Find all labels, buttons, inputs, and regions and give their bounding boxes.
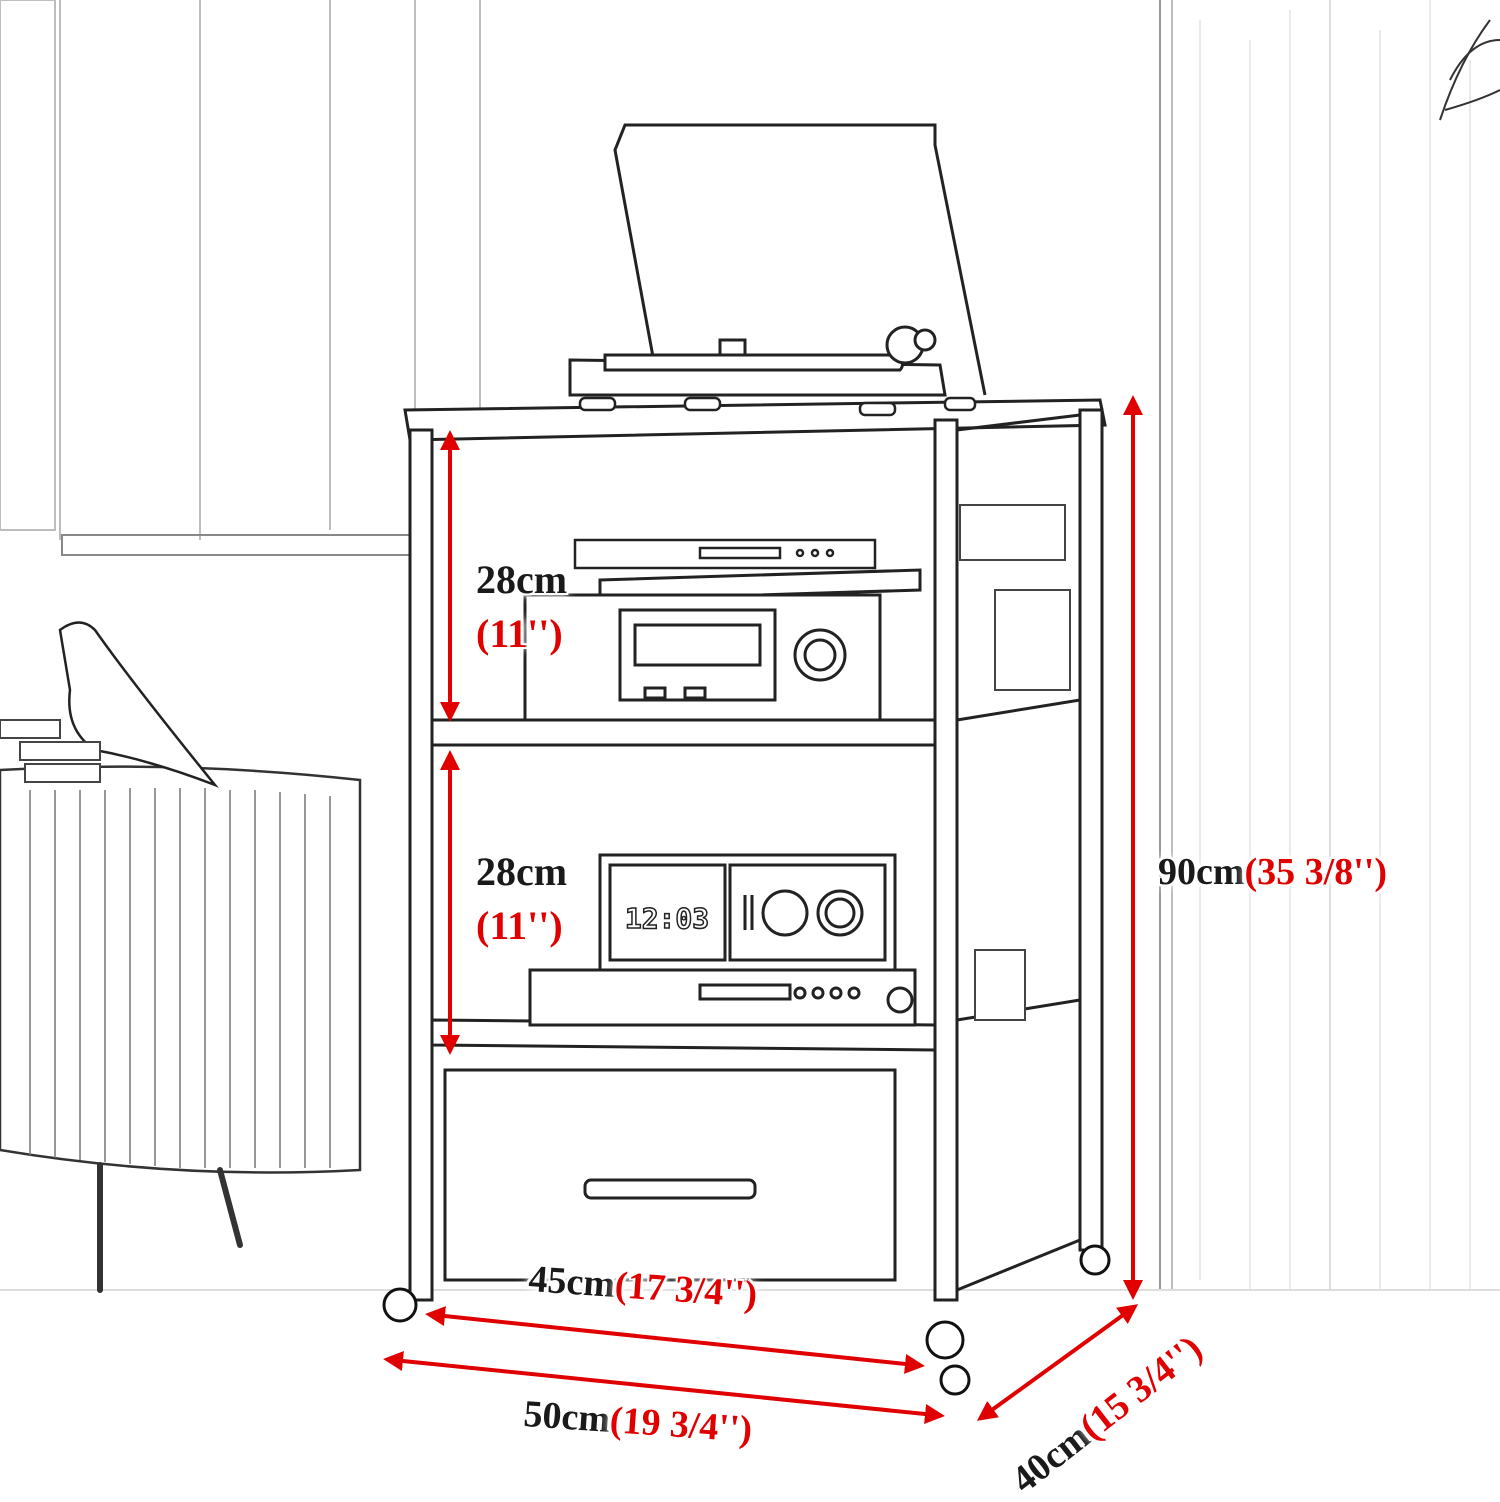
arrow-outer-width	[383, 1351, 945, 1424]
total-height-metric: 90cm	[1158, 851, 1245, 893]
audio-receiver	[523, 593, 882, 722]
cabinet-ribs	[29, 788, 331, 1168]
arrow-depth	[976, 1304, 1139, 1421]
clock-display: 12:03	[625, 902, 709, 935]
lower-shelf-height-metric: 28cm	[476, 849, 568, 894]
plant	[1439, 19, 1500, 121]
label-lower-shelf-height: 28cm (11'')	[476, 852, 567, 946]
dvd-player	[573, 538, 877, 570]
books	[0, 719, 101, 783]
lower-shelf-height-imperial: (11'')	[476, 903, 563, 948]
upper-shelf-height-metric: 28cm	[476, 557, 568, 602]
casters	[382, 1244, 1111, 1396]
upper-shelf-height-imperial: (11'')	[476, 611, 563, 656]
shelves	[430, 568, 937, 1052]
wall-texture	[1199, 0, 1471, 1290]
turntable-feet	[578, 396, 977, 417]
clock-radio	[598, 853, 897, 972]
label-upper-shelf-height: 28cm (11'')	[476, 560, 567, 654]
total-height-imperial: (35 3/8'')	[1244, 851, 1388, 893]
turntable	[568, 123, 987, 397]
drawer	[443, 1068, 897, 1282]
outer-width-metric: 50cm	[522, 1393, 612, 1441]
amplifier	[528, 968, 917, 1027]
dimension-arrows	[383, 395, 1143, 1424]
cabinet-legs	[97, 1162, 243, 1293]
side-boxes	[959, 504, 1071, 1021]
inner-width-metric: 45cm	[527, 1258, 617, 1306]
label-total-height: 90cm(35 3/8'')	[1158, 853, 1387, 891]
arrow-inner-width	[425, 1306, 925, 1374]
stand-frame	[403, 398, 1107, 1302]
